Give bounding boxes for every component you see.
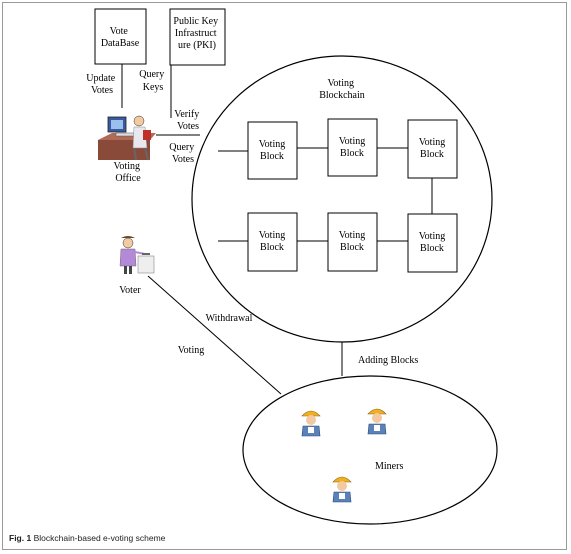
withdrawal-label: Withdrawal xyxy=(206,313,253,324)
miner-icon xyxy=(367,408,387,435)
miners-circle xyxy=(242,375,498,525)
computer-operator-icon xyxy=(98,115,156,161)
voting-label: Voting xyxy=(178,345,205,356)
figure-frame xyxy=(2,2,567,550)
voter-ballot-icon xyxy=(119,236,155,274)
vote-database-box xyxy=(94,8,147,65)
vote-database-label: Vote DataBase xyxy=(101,26,140,49)
figure-caption: Fig. 1 Blockchain-based e-voting scheme xyxy=(9,533,165,543)
voting-office-label: Voting Office xyxy=(114,161,143,184)
miner-icon xyxy=(332,476,352,503)
adding-blocks-label: Adding Blocks xyxy=(358,355,418,366)
query-votes-label: Query Votes xyxy=(169,142,197,165)
miner-icon xyxy=(301,410,321,437)
miners-label: Miners xyxy=(375,461,403,472)
voting-line xyxy=(147,275,282,395)
figure-number: Fig. 1 xyxy=(9,533,32,543)
blockchain-label: Voting Blockchain xyxy=(319,78,365,101)
verify-votes-label: Verify Votes xyxy=(174,109,202,132)
figure-caption-text: Blockchain-based e-voting scheme xyxy=(33,533,166,543)
update-votes-label: Update Votes xyxy=(86,73,117,96)
pki-label: Public Key Infrastruct ure (PKI) xyxy=(173,16,220,51)
pki-box xyxy=(169,8,226,66)
voter-label: Voter xyxy=(119,285,141,296)
query-keys-label: Query Keys xyxy=(139,69,167,93)
